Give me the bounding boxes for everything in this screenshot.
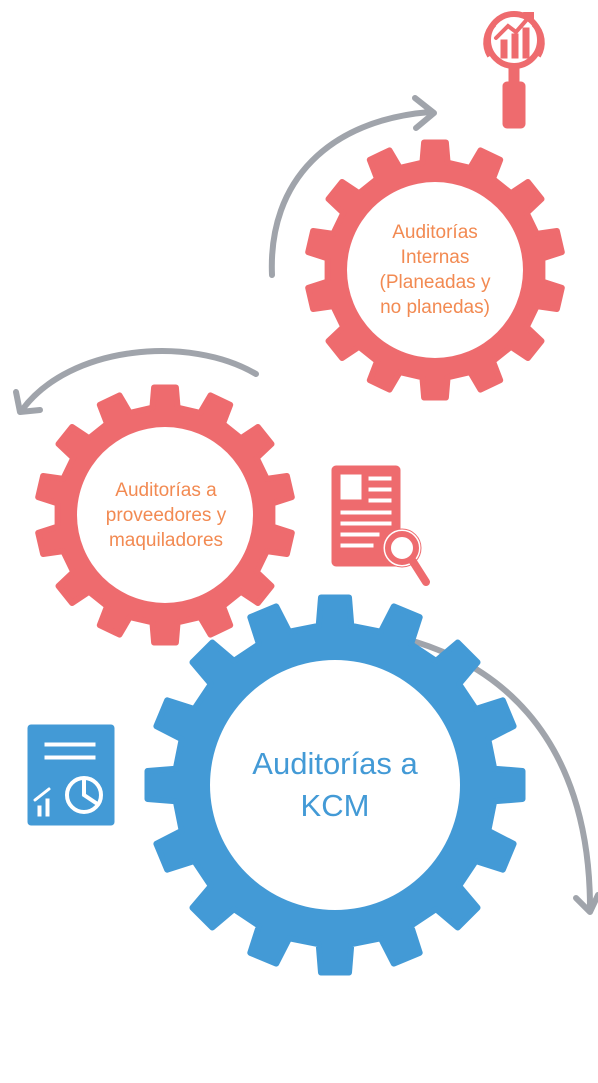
magnifier-chart-icon — [483, 11, 545, 129]
gear-internas — [305, 139, 565, 401]
document-search-icon — [331, 465, 430, 586]
gear-proveedores-label: Auditorías a proveedores y maquiladores — [88, 460, 244, 570]
arrow-middle — [19, 348, 259, 413]
gear-kcm — [144, 594, 526, 976]
gear-kcm-text: Auditorías a KCM — [252, 746, 418, 823]
arrow-middle-head — [13, 389, 43, 415]
gear-proveedores-hub — [77, 427, 253, 603]
gear-kcm-hub — [210, 660, 460, 910]
gear-internas-hub — [347, 182, 523, 358]
arrow-top-head — [412, 95, 437, 131]
gear-proveedores-text: Auditorías a proveedores y maquiladores — [105, 479, 227, 551]
arrow-top — [268, 109, 433, 278]
gear-internas-label: Auditorías Internas (Planeadas y no plan… — [360, 205, 510, 335]
report-chart-icon — [27, 724, 115, 826]
arrow-bottom-head — [573, 892, 598, 915]
gear-proveedores — [35, 384, 295, 646]
gear-kcm-label: Auditorías a KCM — [220, 710, 450, 860]
gear-internas-text: Auditorías Internas (Planeadas y no plan… — [379, 222, 491, 318]
